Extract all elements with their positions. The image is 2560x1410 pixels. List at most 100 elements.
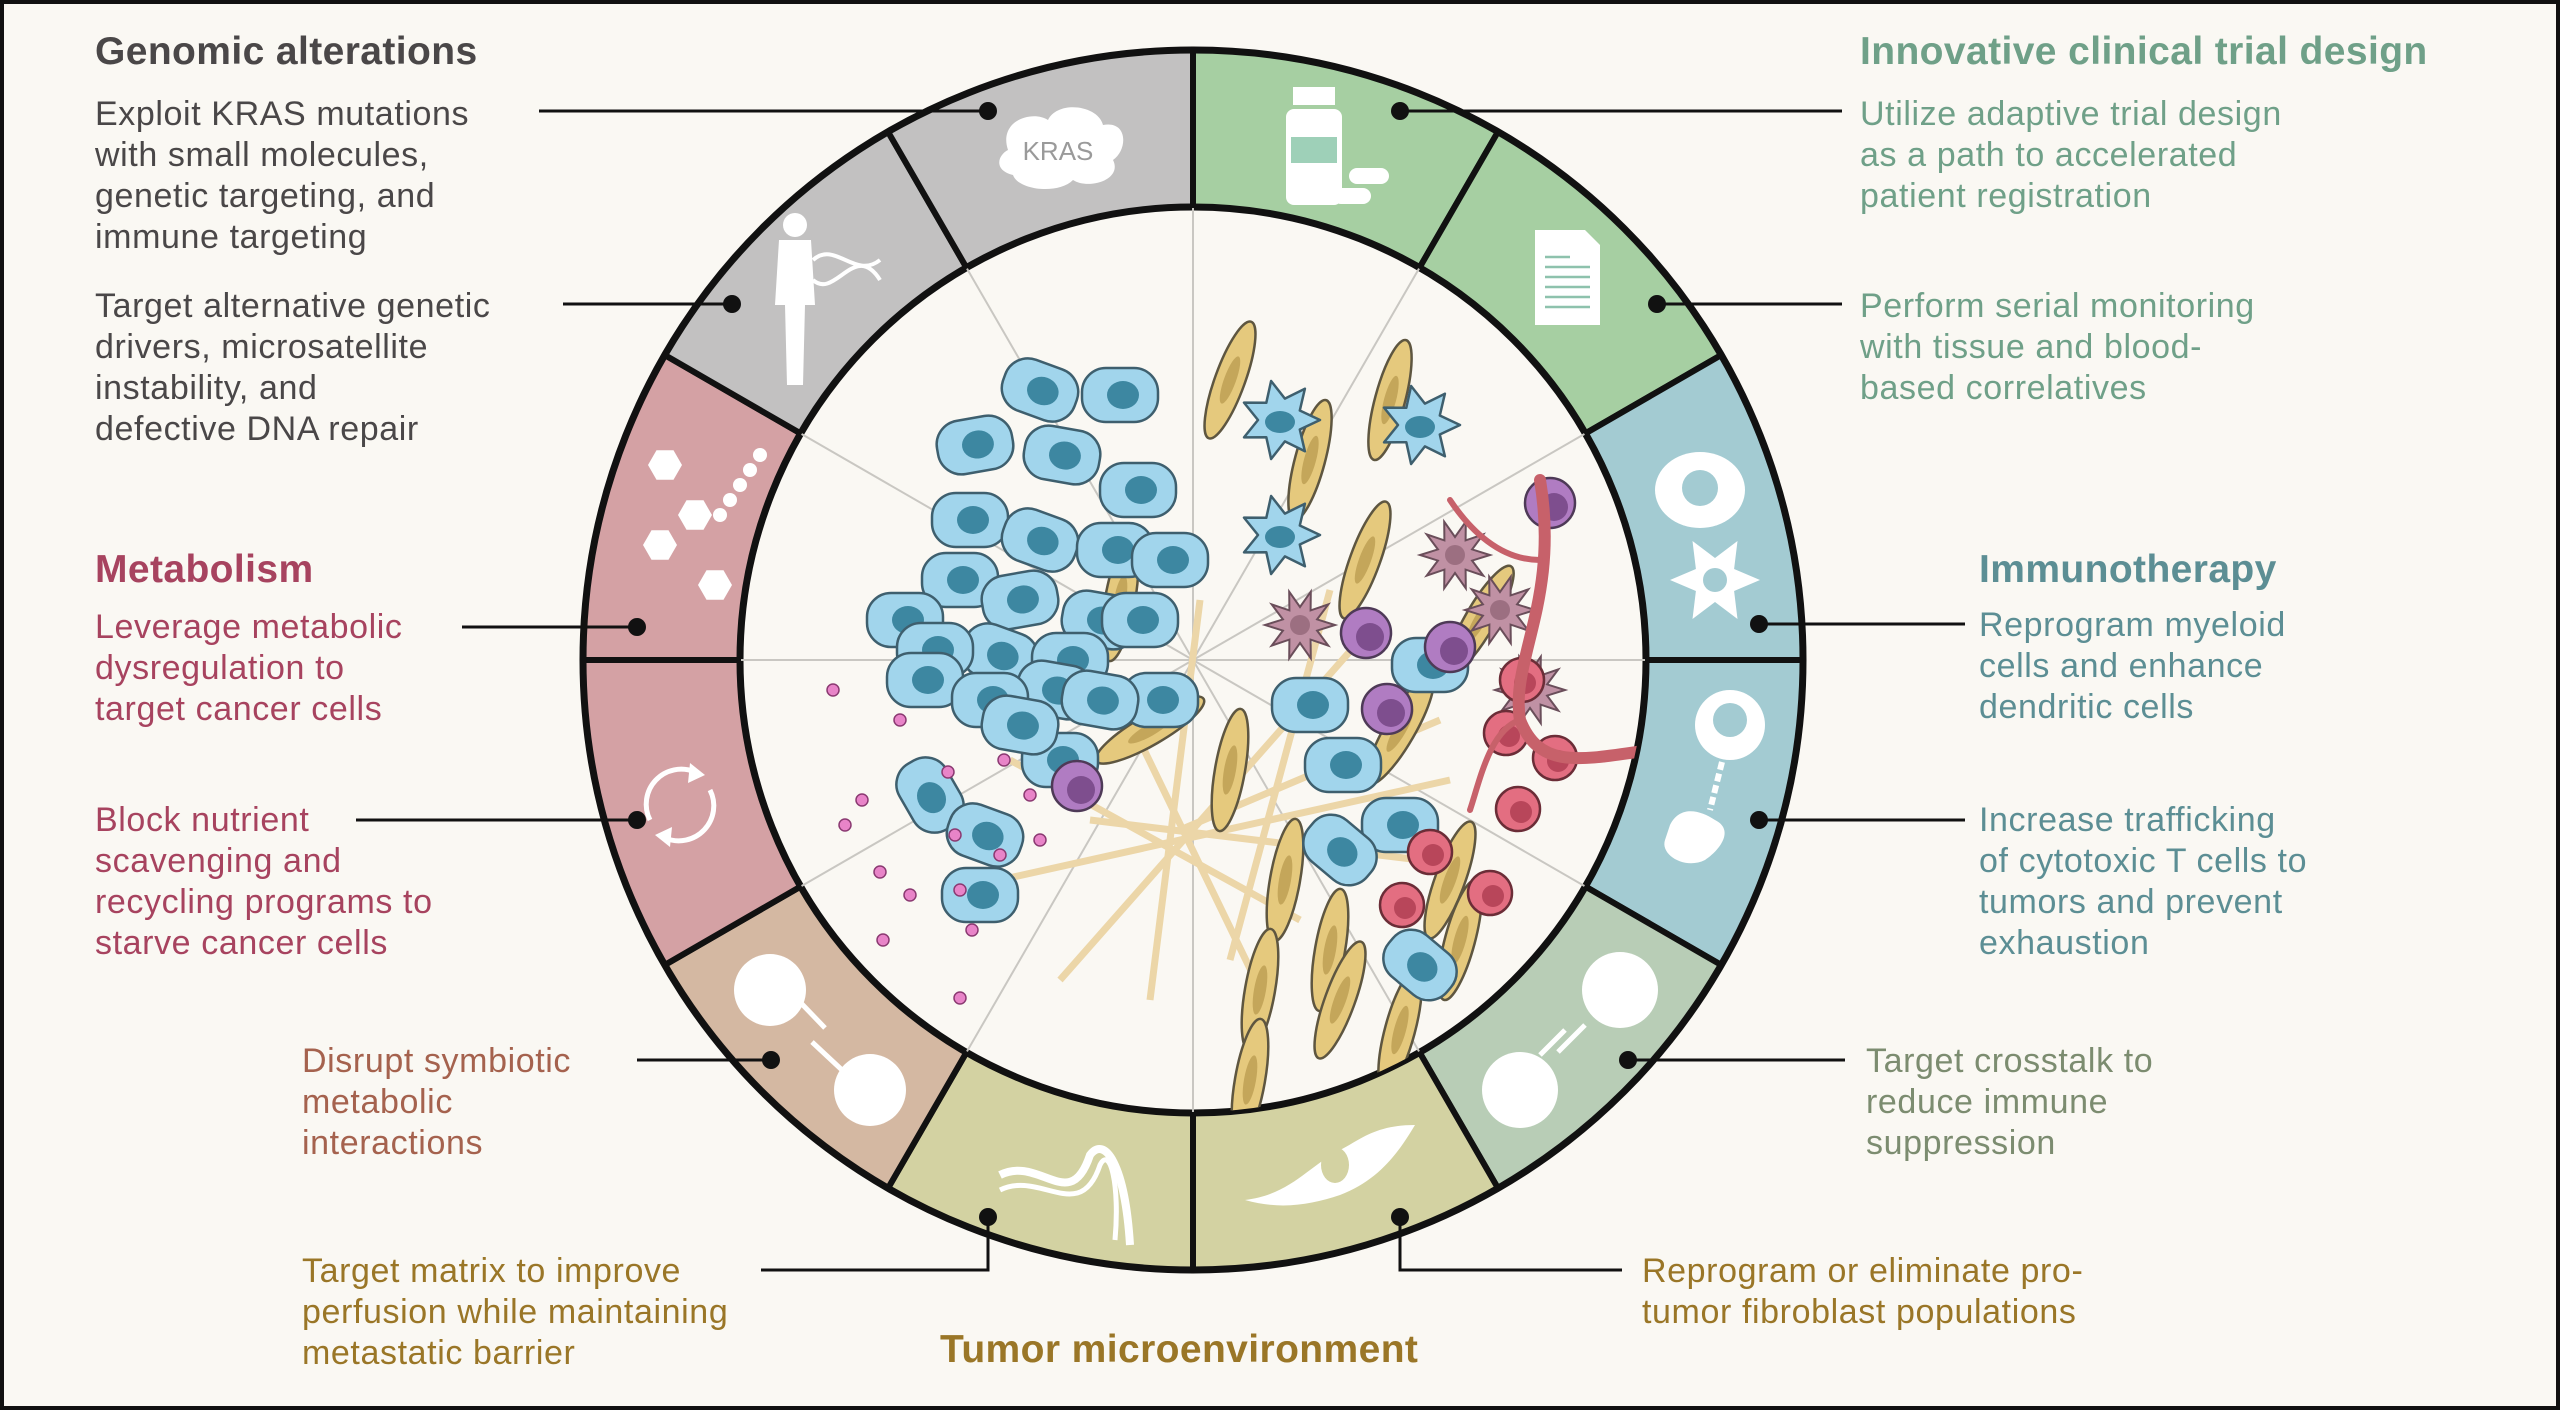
fibroblast-cell [1203, 320, 1257, 440]
nutrient-particle [855, 793, 869, 807]
nutrient-scavenging-text: Block nutrient scavenging and recycling … [95, 801, 433, 962]
leader-dot-metabolic [628, 618, 646, 636]
fibroblast-nucleus [1242, 1055, 1258, 1105]
leader-dot-symbiotic [762, 1051, 780, 1069]
hexagon-molecule [643, 530, 677, 560]
fibroblast-nucleus [1301, 435, 1319, 485]
fibroblast-cell [1287, 398, 1333, 522]
fibroblast-nucleus [1381, 375, 1399, 425]
collagen-fibers-icon [998, 1145, 1134, 1246]
tumor-cell [980, 694, 1060, 756]
symbiotic-interactions-text: Disrupt symbiotic metabolic interactions [302, 1042, 572, 1162]
leader-dot-monitoring [1648, 295, 1666, 313]
tumor-cell-nucleus [1107, 381, 1139, 409]
blood-vessel [1512, 474, 1645, 765]
nutrient-particle [948, 828, 962, 842]
kras-protein-icon: KRAS [999, 107, 1124, 190]
document-icon [1535, 230, 1600, 325]
nutrient-particle [965, 923, 979, 937]
recycle-arc-bottom [664, 788, 717, 844]
tumor-cell-nucleus [1327, 837, 1358, 867]
fibroblast-nucleus [1277, 855, 1293, 905]
t-cell-nucleus [1422, 844, 1444, 866]
tumor-cell [1060, 669, 1140, 731]
tumor-cell [1100, 591, 1180, 649]
tumor-cell-nucleus [1157, 546, 1189, 574]
t-cell-strategy-text: Increase trafficking of cytotoxic T cell… [1979, 801, 2308, 962]
dendritic-cell [1242, 494, 1322, 576]
nutrient-particle [1033, 833, 1047, 847]
fibroblast-nucleus [1222, 745, 1238, 795]
person-head [783, 213, 807, 237]
collagen-fiber [1226, 589, 1334, 961]
leader-line-fibroblast [1398, 1217, 1622, 1272]
tumor-cell-nucleus [1125, 476, 1157, 504]
fibroblast-nucleus [1439, 856, 1461, 904]
leader-dot-kras [979, 102, 997, 120]
tumor-cell [940, 866, 1020, 924]
nutrient-particle [941, 765, 955, 779]
kras-cloud-shape [999, 107, 1124, 190]
leader-dot-t-cells [1750, 811, 1768, 829]
ring-icons: KRAS [643, 87, 1765, 1246]
tumor-cell [1000, 357, 1080, 423]
crosstalk-strategy-text: Target crosstalk to reduce immune suppre… [1866, 1042, 2154, 1162]
cell-crosstalk-icon [1482, 952, 1658, 1128]
nutrient-particle [826, 683, 840, 697]
bead-molecule [733, 478, 747, 492]
tumor-microenvironment-illustration [741, 208, 1645, 1112]
ring-outer-border [579, 46, 1807, 1274]
tumor-cell [930, 491, 1010, 549]
collagen-strand [998, 1145, 1134, 1246]
blood-vessel-branch [1467, 717, 1523, 813]
radial-guide-line [1192, 659, 1586, 888]
tumor-cell-nucleus [1127, 606, 1159, 634]
leader-dot-fibroblast [1391, 1208, 1409, 1226]
dna-helix [811, 252, 882, 287]
fibroblast-strategy-text: Reprogram or eliminate pro- tumor fibrob… [1642, 1252, 2084, 1331]
t-cell-nucleus [1482, 885, 1504, 907]
tumor-cell [1302, 813, 1378, 887]
leader-dot-adaptive [1391, 102, 1409, 120]
tumor-cell [1000, 507, 1080, 573]
dendritic-cell-nucleus [1265, 526, 1295, 548]
tumor-cell [1120, 671, 1200, 729]
tumor-cell [1130, 531, 1210, 589]
bead-molecule [753, 448, 767, 462]
tumor-cell-nucleus [972, 821, 1004, 851]
bead-molecule [743, 463, 757, 477]
person-dna-icon [775, 213, 882, 385]
leader-dot-matrix [979, 1208, 997, 1226]
tumor-cell-nucleus [962, 430, 994, 459]
leader-dot-crosstalk [1619, 1051, 1637, 1069]
tumor-cell-nucleus [967, 881, 999, 909]
fibroblast-nucleus [1322, 925, 1338, 975]
fibroblast-cell [1338, 500, 1392, 620]
myeloid-nucleus [1682, 470, 1718, 506]
tumor-cell-nucleus [1407, 952, 1438, 982]
tumor-cell-nucleus [1087, 686, 1119, 715]
t-cell-nucleus [1394, 897, 1416, 919]
leader-dot-drivers [723, 295, 741, 313]
cell-circle [834, 1054, 906, 1126]
tumor-cell-nucleus [912, 666, 944, 694]
collagen-strand [998, 1157, 1119, 1241]
nutrient-particle [1023, 788, 1037, 802]
fibroblast-cell [1265, 817, 1305, 943]
nutrient-particle [993, 848, 1007, 862]
radial-guide-line [1192, 432, 1586, 661]
cell-circle [734, 954, 806, 1026]
nutrient-particle [873, 865, 887, 879]
myeloid-strategy-text: Reprogram myeloid cells and enhance dend… [1979, 606, 2286, 726]
lymphocyte-nucleus [1067, 776, 1095, 804]
serial-monitoring-text: Perform serial monitoring with tissue an… [1860, 287, 2255, 407]
tumor-cell-nucleus [957, 506, 989, 534]
tumor-cell-nucleus [1007, 711, 1039, 740]
leader-dot-myeloid [1750, 615, 1768, 633]
dendritic-cell-nucleus [1265, 411, 1295, 433]
fibroblast-cell [1310, 887, 1350, 1013]
recycle-arc-top [643, 766, 696, 822]
nutrient-particle [876, 933, 890, 947]
hexagon-molecule [698, 570, 732, 600]
bottle-cap [1293, 87, 1335, 105]
